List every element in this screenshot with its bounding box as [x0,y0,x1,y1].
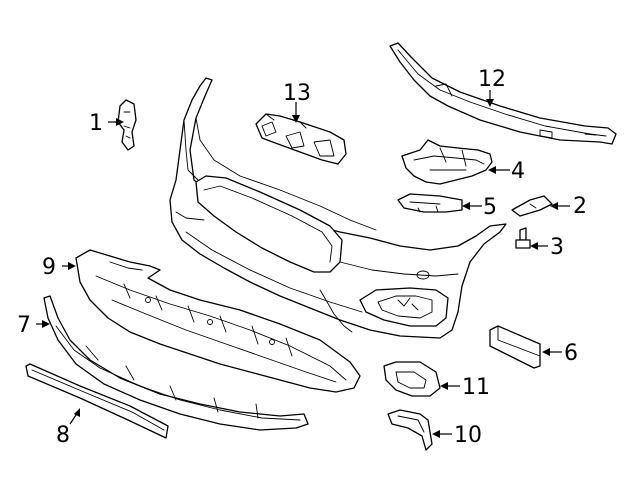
part-11-lamp-bracket [383,361,441,397]
callout-2: 2 [573,194,587,219]
part-1-bracket [117,99,137,151]
callout-13: 13 [283,81,311,106]
bumper-cover [169,77,507,339]
callout-9: 9 [42,255,56,280]
callout-6: 6 [564,341,578,366]
part-5-guide-bracket [397,193,463,213]
part-12-reinforcement-bar [389,42,617,145]
part-8-lower-strip [25,363,169,439]
callout-4: 4 [511,159,525,184]
part-9-splash-shield [75,249,361,393]
callout-3: 3 [550,235,564,260]
callout-11: 11 [462,375,490,400]
callout-7: 7 [17,313,31,338]
part-13-absorber [255,113,347,165]
part-3-bolt [515,227,531,249]
leader-lines [36,90,570,438]
callout-labels: 1 13 12 4 5 2 3 9 7 8 6 11 10 [17,67,587,448]
callout-10: 10 [454,423,482,448]
part-6-trim-panel [489,325,541,369]
part-7-lip-trim [43,295,309,431]
part-4-side-bracket [401,139,493,185]
callout-12: 12 [478,67,506,92]
callout-5: 5 [483,195,497,220]
callout-8: 8 [56,423,70,448]
callout-1: 1 [89,111,103,136]
part-10-lower-bracket [387,409,433,451]
part-2-clip [511,195,553,217]
